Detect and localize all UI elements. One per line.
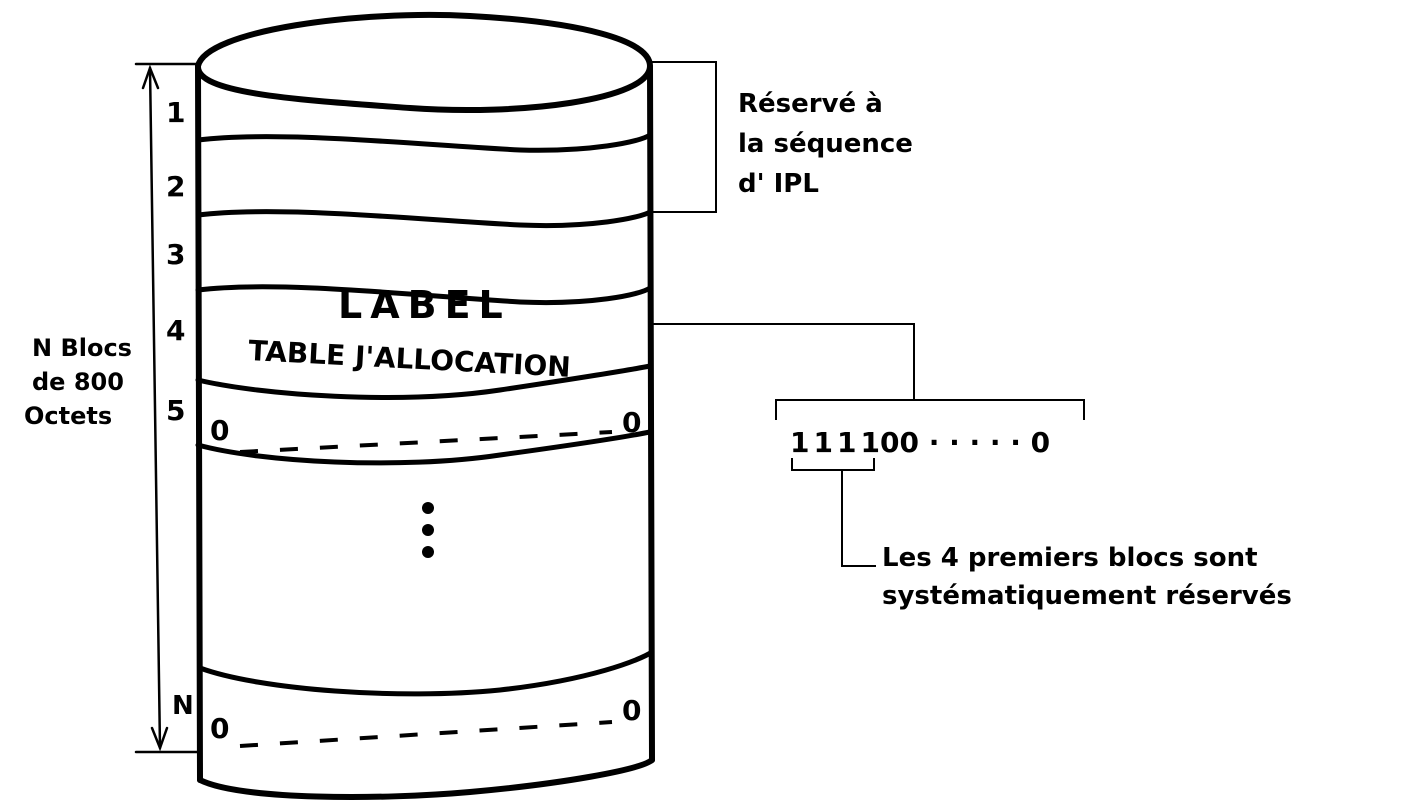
blockN-left-zero: 0 (210, 712, 229, 745)
cylinder-left-wall (195, 63, 203, 783)
continuation-dots (422, 502, 434, 558)
block-separator-2-3 (195, 209, 653, 228)
block-separator-1-2 (195, 132, 653, 153)
blockN-dashes (239, 720, 613, 748)
block-number-N: N (172, 691, 194, 721)
size-annotation-line1: N Blocs (32, 334, 132, 362)
blockN-right-zero: 0 (622, 694, 641, 727)
bitmap-note-line1: Les 4 premiers blocs sont (882, 543, 1258, 573)
bitmap-note: Les 4 premiers blocs sont systématiqueme… (882, 543, 1292, 611)
block-separator-5-6 (195, 429, 653, 466)
reserved-bits-leader (841, 470, 876, 567)
continuation-dot (422, 546, 434, 558)
block-number-4: 4 (166, 314, 185, 347)
disk-cylinder (195, 11, 655, 800)
allocation-connector (652, 323, 915, 400)
ipl-annotation-line3: d' IPL (738, 169, 819, 199)
bitmap-reserved-bits: 1111 (790, 426, 884, 459)
size-annotation-line3: Octets (24, 402, 112, 430)
block5-right-zero: 0 (622, 406, 641, 439)
cylinder-top (195, 11, 654, 114)
block-number-1: 1 (166, 96, 185, 129)
allocation-table-text: TABLE J'ALLOCATION (248, 334, 572, 384)
block-separator-top-N (197, 649, 655, 697)
height-arrow-shaft (148, 66, 162, 750)
continuation-dot (422, 502, 434, 514)
reserved-bits-bracket (791, 458, 875, 471)
cylinder-right-wall (647, 63, 655, 763)
block-number-5: 5 (166, 394, 185, 427)
block-separator-3-4 (195, 284, 653, 305)
height-arrow-head-top (141, 64, 160, 90)
continuation-dot (422, 524, 434, 536)
bitmap-box (775, 399, 1085, 420)
bitmap-rest: 00 · · · · · 0 (880, 426, 1050, 459)
height-arrow-head-bottom (150, 726, 169, 752)
size-annotation-line2: de 800 (32, 368, 124, 396)
block-number-2: 2 (166, 170, 185, 203)
cylinder-bottom (197, 757, 655, 800)
block-separator-4-5 (195, 363, 653, 400)
ipl-annotation-line2: la séquence (738, 129, 913, 159)
ipl-annotation-line1: Réservé à (738, 89, 883, 119)
block-number-3: 3 (166, 238, 185, 271)
block-number-list: 1 2 3 4 5 N (166, 96, 194, 721)
bitmap-note-line2: systématiquement réservés (882, 581, 1292, 611)
ipl-bracket (652, 61, 717, 213)
block5-left-zero: 0 (210, 414, 229, 447)
height-arrow (134, 62, 202, 754)
ipl-annotation: Réservé à la séquence d' IPL (738, 89, 913, 199)
size-annotation: N Blocs de 800 Octets (24, 334, 132, 430)
label-block-text: LABEL (338, 283, 511, 327)
